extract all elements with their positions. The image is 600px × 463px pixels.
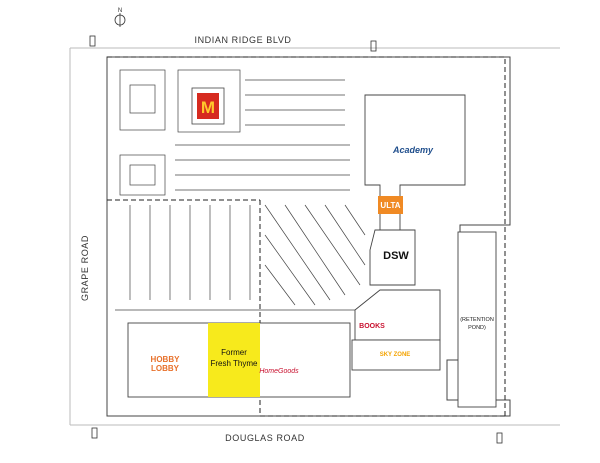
books-label: BOOKS: [359, 323, 385, 330]
mcdonalds-logo-letter: M: [201, 98, 215, 117]
former-label-1: Former: [221, 348, 247, 357]
parking-rows-diagonal: [264, 204, 366, 306]
traffic-signal-icon: [89, 35, 503, 444]
parking-rows-west: [115, 205, 360, 311]
ulta-building: [378, 196, 403, 214]
hobby-lobby-label-1: HOBBY: [151, 355, 181, 364]
skyzone-building: [351, 339, 441, 371]
retention-pond-label-1: (RETENTION: [460, 317, 494, 323]
ulta-label: ULTA: [380, 201, 400, 210]
books-building: [354, 289, 441, 341]
road-label-grape: GRAPE ROAD: [80, 235, 90, 301]
academy-label: Academy: [392, 145, 434, 155]
mcdonalds-logo: [197, 93, 219, 119]
north-arrow: N: [114, 8, 126, 27]
road-label-indian-ridge: INDIAN RIDGE BLVD: [194, 35, 291, 45]
road-label-douglas: DOUGLAS ROAD: [225, 433, 305, 443]
hobby-lobby-label-2: LOBBY: [151, 364, 180, 373]
parking-rows-north: [119, 69, 350, 196]
retention-pond-label-2: POND): [468, 325, 486, 331]
dsw-label: DSW: [383, 250, 409, 262]
retention-pond: [457, 231, 497, 408]
skyzone-label: SKY ZONE: [380, 352, 411, 358]
homegoods-label: HomeGoods: [259, 368, 299, 375]
former-label-2: Fresh Thyme: [211, 359, 259, 368]
dsw-building: [369, 229, 416, 286]
former-fresh-thyme-space: [208, 323, 260, 397]
north-label: N: [118, 8, 122, 14]
property-boundary-dashed: [107, 56, 506, 417]
